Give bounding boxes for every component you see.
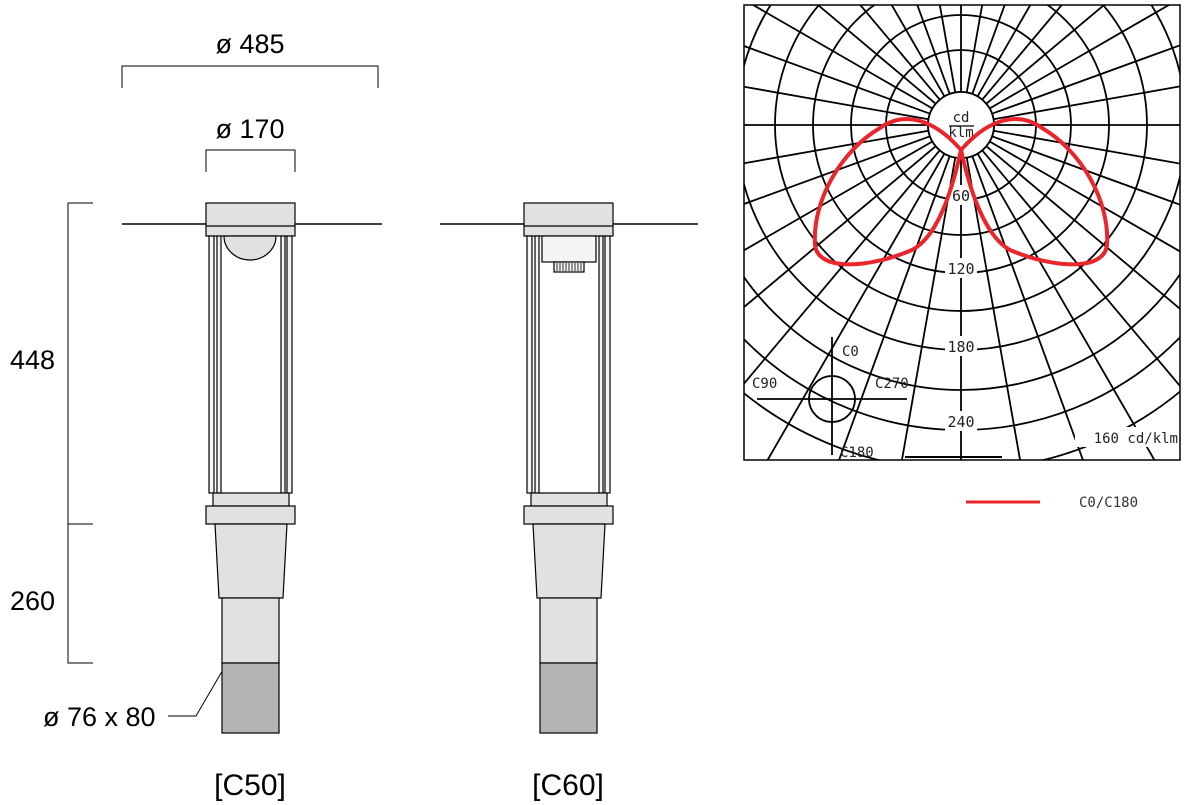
polar-spoke-320	[985, 5, 1106, 105]
rod-left-outer-c50	[208, 235, 215, 494]
axis-label-c270: C270	[875, 376, 909, 392]
rod-right-inner-c50	[280, 235, 286, 494]
axis-label-c0: C0	[842, 344, 859, 360]
led-module-c60	[541, 235, 597, 263]
post-lower-c60	[539, 597, 598, 664]
polar-spoke-40	[985, 145, 1180, 310]
unit-top: cd	[953, 110, 970, 126]
head-cap-c60	[523, 202, 614, 237]
polar-spoke-30	[989, 140, 1180, 253]
max-value-label: 160 cd/klm	[1094, 431, 1178, 447]
collar-top-c60	[530, 492, 608, 507]
polar-spoke-170	[744, 129, 929, 165]
polar-spoke-140	[744, 145, 937, 309]
polar-spoke-240	[890, 5, 946, 97]
base-leader	[168, 667, 225, 717]
rod-left-inner-c50	[216, 235, 222, 494]
polar-spoke-290	[971, 5, 1006, 95]
polar-spoke-190	[744, 85, 929, 121]
polar-spoke-350	[993, 85, 1180, 121]
rod-left-inner-c60	[534, 235, 540, 494]
inner-diameter-label: ø 170	[215, 114, 284, 144]
collar-c60	[523, 505, 614, 525]
polar-spoke-80	[965, 157, 1021, 460]
polar-spoke-340	[991, 44, 1180, 115]
polar-spoke-330	[989, 5, 1171, 110]
axis-label-c90: C90	[752, 376, 777, 392]
lower-height-label: 260	[10, 586, 55, 616]
rod-right-inner-c60	[598, 235, 604, 494]
unit-bottom: klm	[948, 125, 973, 141]
legend-label: C0/C180	[1079, 495, 1138, 511]
polar-spoke-300	[976, 5, 1032, 97]
c-plane-symbol	[757, 337, 907, 455]
post-taper-c60	[532, 523, 606, 599]
ring-label-60: 60	[952, 187, 970, 205]
ring-label-240: 240	[947, 413, 974, 431]
inner-diameter-bracket	[205, 149, 296, 172]
polar-spoke-50	[981, 149, 1180, 388]
polar-spoke-150	[744, 140, 933, 252]
polar-spoke-100	[901, 157, 957, 460]
dimension-lines	[67, 65, 379, 717]
outer-diameter-label: ø 485	[215, 29, 284, 59]
polar-spoke-220	[816, 5, 937, 105]
axis-label-c180: C180	[840, 445, 874, 461]
variant-label-c60: [C60]	[532, 769, 604, 802]
polar-spoke-200	[744, 45, 931, 115]
height-bracket	[67, 202, 93, 664]
outer-diameter-bracket	[121, 65, 379, 88]
base-dimension-label: ø 76 x 80	[43, 702, 156, 732]
post-taper-c50	[214, 523, 288, 599]
polar-spoke-310	[981, 5, 1063, 101]
collar-top-c50	[212, 492, 290, 507]
luminaire-c60	[440, 202, 698, 734]
polar-spoke-130	[744, 149, 941, 386]
rod-right-outer-c50	[286, 235, 293, 494]
head-cap-c50	[205, 202, 296, 237]
polar-spoke-210	[751, 5, 933, 110]
polar-spoke-20	[991, 135, 1180, 206]
polar-spoke-250	[916, 5, 951, 95]
rod-left-outer-c60	[526, 235, 533, 494]
polar-spoke-60	[976, 153, 1156, 460]
ring-label-120: 120	[947, 260, 974, 278]
lens-dome-c50	[223, 235, 277, 261]
base-c60	[539, 662, 598, 734]
polar-diagram: cd klm 60 120 180 240 C0 C90 C270 C180 1…	[743, 4, 1181, 461]
upper-height-label: 448	[10, 345, 55, 375]
collar-c50	[205, 505, 296, 525]
ring-label-180: 180	[947, 338, 974, 356]
polar-spoke-10	[993, 129, 1180, 165]
base-c50	[221, 662, 280, 734]
heatsink-fins-c60	[556, 263, 582, 271]
intensity-curve-c0-c180	[812, 117, 1110, 267]
post-lower-c50	[221, 597, 280, 664]
polar-legend: C0/C180	[966, 495, 1138, 511]
variant-label-c50: [C50]	[214, 769, 286, 802]
rod-right-outer-c60	[604, 235, 611, 494]
polar-spoke-230	[859, 5, 941, 101]
luminaire-c50	[122, 202, 382, 734]
polar-spoke-160	[744, 135, 931, 205]
